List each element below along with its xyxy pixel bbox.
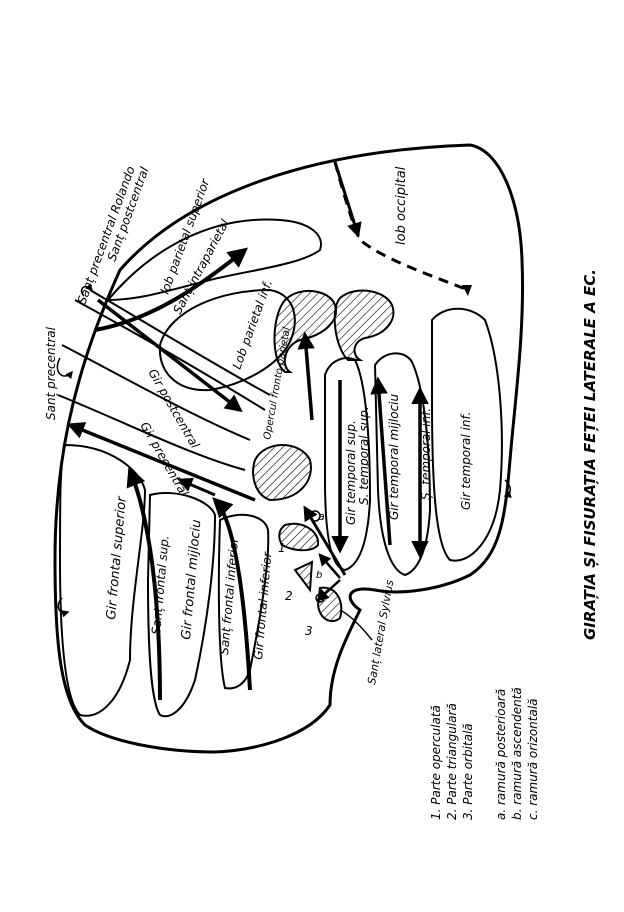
label-sant-frontal-sup: Sanț frontal sup. bbox=[149, 535, 172, 636]
parietal-superior-outline bbox=[108, 220, 321, 300]
opercul-hatched bbox=[253, 445, 311, 500]
legend-part-2: 2. Parte triangulară bbox=[445, 703, 459, 820]
sylvius-circle-c bbox=[316, 594, 324, 602]
label-gir-frontal-superior: Gir frontal superior bbox=[104, 494, 130, 620]
label-sant-precentral-rolando: Sanț precentral Rolando bbox=[75, 164, 138, 306]
frontal-superior-leader bbox=[58, 598, 70, 618]
label-branch-b: b bbox=[316, 570, 322, 581]
central-arrow-1 bbox=[98, 300, 243, 413]
label-sant-precentral-top: Sanț precentral bbox=[44, 326, 58, 420]
legend-part-1: 1. Parte operculată bbox=[429, 705, 443, 820]
angular-hatched bbox=[335, 291, 394, 360]
label-branch-c: c bbox=[318, 594, 324, 605]
temporal-mid-outline bbox=[375, 353, 430, 575]
legend: 1. Parte operculată 2. Parte triangulară… bbox=[429, 687, 540, 820]
label-part-2: 2 bbox=[285, 589, 293, 603]
label-part-1: 1 bbox=[278, 541, 286, 555]
temporal-inf-leader bbox=[503, 480, 512, 498]
frontal-superior-outline bbox=[60, 445, 145, 716]
label-sant-lateral-sylvius: Sanț lateral Sylvius bbox=[365, 579, 396, 686]
label-s-temporal-sup: Ș. temporal sup. bbox=[357, 406, 371, 505]
label-gir-frontal-inferior: Gir frontal inferior bbox=[251, 551, 274, 661]
label-branch-a: a bbox=[318, 510, 325, 523]
label-lob-occipital: lob occipital bbox=[394, 166, 409, 245]
sulcus-postcentral-line bbox=[90, 290, 270, 395]
legend-branch-c: c. ramură orizontală bbox=[526, 698, 540, 820]
occipital-arrow-line bbox=[335, 162, 362, 238]
sylvius-branch-c bbox=[316, 580, 340, 602]
temporal-mid-arrow bbox=[370, 376, 390, 545]
gyrus-band-line bbox=[58, 395, 245, 470]
legend-branch-a: a. ramură posterioară bbox=[494, 689, 508, 820]
sulcus-frontal-inferior bbox=[212, 497, 250, 690]
pars-opercularis-hatched bbox=[279, 524, 318, 551]
label-part-3: 3 bbox=[305, 624, 313, 638]
frontal-arrow-top bbox=[177, 477, 215, 495]
sulcus-frontal-sup bbox=[126, 466, 160, 700]
label-gir-frontal-mijlociu: Gir frontal mijlociu bbox=[179, 519, 204, 640]
frontal-middle-outline bbox=[148, 493, 215, 716]
sylvius-leader bbox=[340, 610, 372, 640]
page-title: GIRAȚIA ȘI FISURAȚIA FEȚEI LATERALE A EC… bbox=[581, 269, 599, 640]
legend-part-3: 3. Parte orbitală bbox=[461, 723, 475, 820]
pars-triangularis bbox=[295, 562, 312, 590]
sulcus-intraparietal bbox=[95, 247, 249, 330]
temporal-sup-arrow bbox=[297, 331, 315, 420]
label-s-temporal-inf: Ș. temporal inf. bbox=[419, 408, 433, 500]
label-sant-frontal-inferior: Sanț frontal inferior bbox=[217, 536, 241, 655]
central-arrow-2 bbox=[66, 422, 255, 500]
brain-outline bbox=[55, 145, 523, 752]
sylvius-branch-b bbox=[318, 553, 340, 578]
sylvius-circle-a bbox=[310, 511, 320, 521]
legend-branch-b: b. ramură ascendentă bbox=[510, 687, 524, 820]
label-gir-temporal-inf: Gir temporal inf. bbox=[459, 412, 473, 510]
label-lob-parietal-superior: lob parietal superior bbox=[158, 176, 213, 296]
postcentral-leader bbox=[82, 283, 94, 296]
label-gir-temporal-sup: Gir temporal sup. bbox=[344, 420, 358, 525]
label-gir-temporal-mijlociu: Gir temporal mijlociu bbox=[387, 393, 401, 520]
sulcus-rolando-line bbox=[62, 345, 250, 440]
occipital-notch bbox=[462, 285, 472, 296]
precentral-leader bbox=[57, 358, 73, 380]
label-lob-parietal-inf: Lob parietal inf. bbox=[230, 278, 275, 371]
temporal-inf-outline bbox=[432, 309, 502, 561]
